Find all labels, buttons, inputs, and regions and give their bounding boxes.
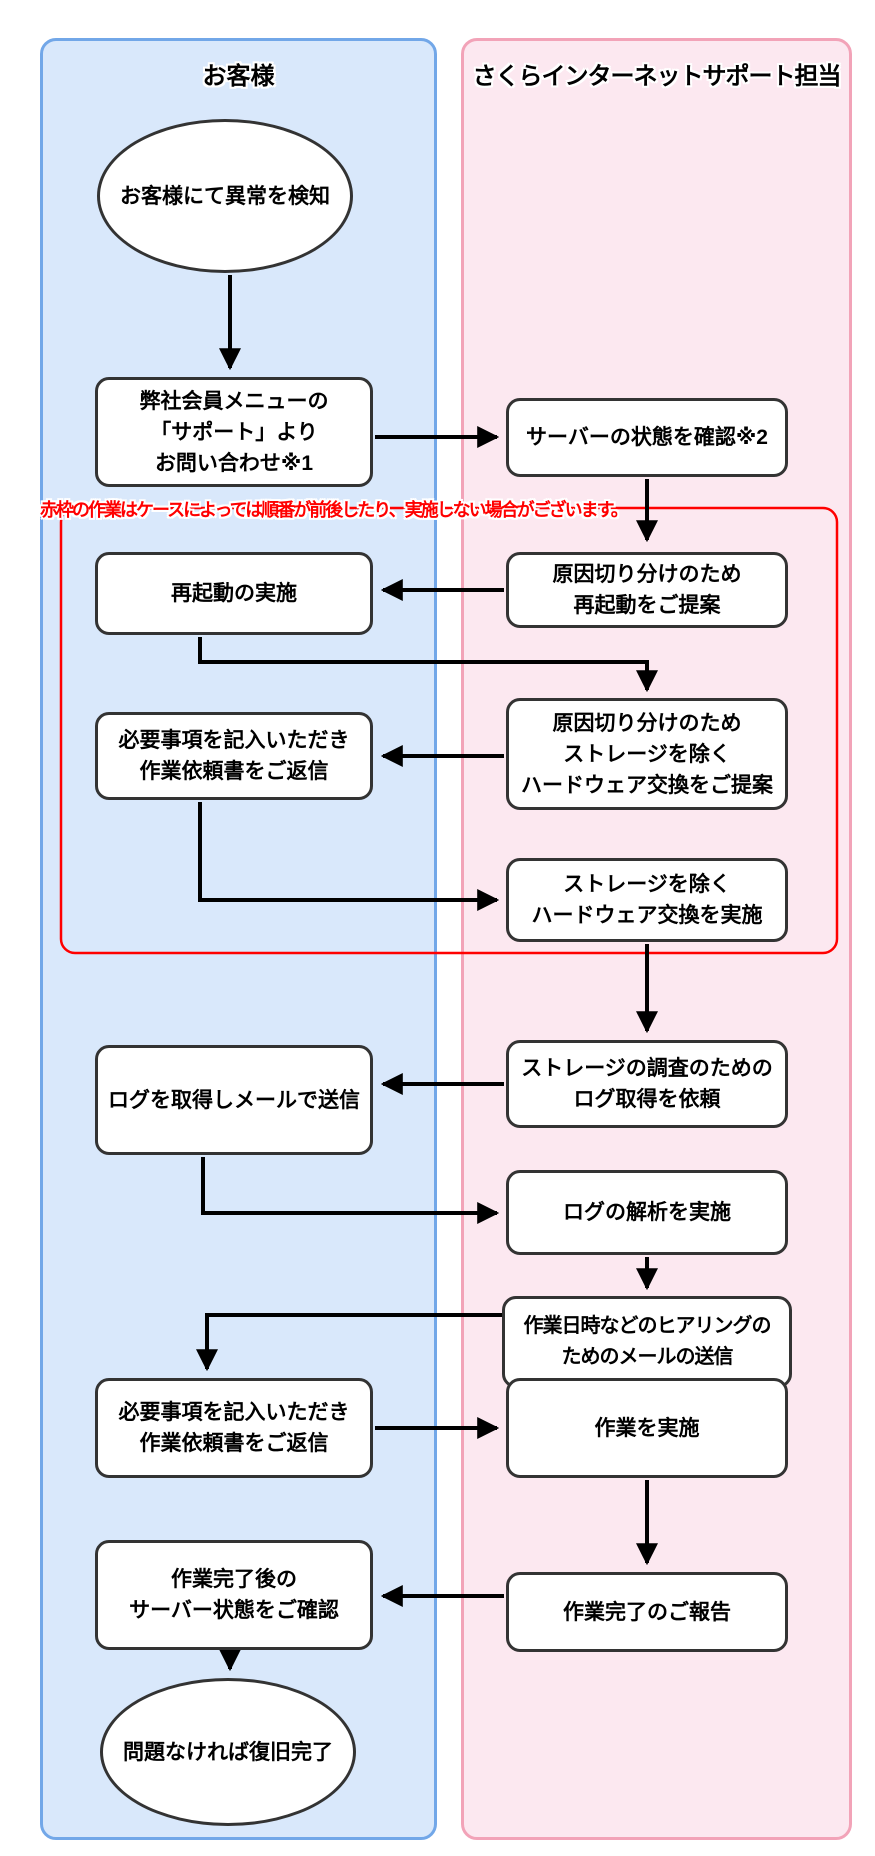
node-text: サーバー状態をご確認 (129, 1599, 339, 1622)
optional-steps-warning-note: 赤枠の作業はケースによっては順番が前後したり、実施しない場合がございます。 (40, 500, 629, 520)
end-ellipse-recovery-complete: 問題なければ復旧完了 (100, 1678, 356, 1826)
arrow-log-send-to-analyze (201, 1157, 500, 1224)
reboot-execute-box: 再起動の実施 (95, 552, 373, 635)
node-text: 作業依頼書をご返信 (139, 1432, 329, 1455)
node-text: 再起動の実施 (171, 582, 297, 605)
node-text: 問題なければ復旧完了 (123, 1740, 333, 1764)
node-text: 原因切り分けのため (552, 711, 742, 735)
hearing-mail-box: 作業日時などのヒアリングの ためのメールの送信 (502, 1296, 792, 1388)
node-text: ログ取得を依頼 (573, 1088, 721, 1111)
node-text: 作業完了後の (171, 1568, 297, 1591)
node-text: 作業完了のご報告 (563, 1600, 731, 1624)
node-text: ハードウェア交換をご提案 (521, 773, 773, 797)
request-log-collection-box: ストレージの調査のための ログ取得を依頼 (506, 1040, 788, 1128)
analyze-logs-box: ログの解析を実施 (506, 1170, 788, 1255)
node-text: 作業日時などのヒアリングの (523, 1315, 772, 1337)
customer-lane-title: お客様 (202, 63, 275, 90)
arrow-hearing-to-form2 (196, 1313, 502, 1372)
node-text: ログの解析を実施 (563, 1201, 731, 1224)
node-text: サーバーの状態を確認※2 (526, 426, 768, 449)
node-text: 「サポート」より (150, 420, 318, 444)
flow-arrows (196, 275, 658, 1672)
node-text: お客様にて異常を検知 (120, 184, 330, 208)
node-text: ストレージを除く (563, 873, 731, 896)
node-text: お問い合わせ※1 (154, 451, 314, 475)
node-text: 再起動をご提案 (573, 594, 721, 617)
node-text: ハードウェア交換を実施 (531, 904, 763, 927)
arrow-reboot-exec-to-hw-propose (198, 637, 658, 693)
customer-lane-panel (40, 38, 437, 1840)
node-text: 必要事項を記入いただき (118, 729, 350, 752)
node-text: 弊社会員メニューの (139, 389, 329, 413)
check-server-status-box: サーバーの状態を確認※2 (506, 398, 788, 477)
node-text: ためのメールの送信 (561, 1346, 734, 1368)
node-text: 作業を実施 (594, 1416, 700, 1440)
confirm-server-after-work-box: 作業完了後の サーバー状態をご確認 (95, 1540, 373, 1650)
report-work-complete-box: 作業完了のご報告 (506, 1572, 788, 1652)
node-text: 必要事項を記入いただき (118, 1401, 350, 1424)
fill-request-form-box-2: 必要事項を記入いただき 作業依頼書をご返信 (95, 1378, 373, 1478)
start-ellipse-customer-detect: お客様にて異常を検知 (97, 119, 353, 273)
contact-via-member-menu-box: 弊社会員メニューの 「サポート」より お問い合わせ※1 (95, 377, 373, 487)
node-text: ログを取得しメールで送信 (108, 1088, 360, 1112)
node-text: ストレージを除く (563, 742, 731, 766)
propose-reboot-box: 原因切り分けのため 再起動をご提案 (506, 552, 788, 628)
node-text: ストレージの調査のための (521, 1057, 773, 1080)
arrow-form1-to-hw-exec (198, 802, 500, 911)
node-text: 作業依頼書をご返信 (139, 760, 329, 783)
node-text: 原因切り分けのため (552, 563, 742, 586)
execute-work-box: 作業を実施 (506, 1378, 788, 1478)
fill-request-form-box-1: 必要事項を記入いただき 作業依頼書をご返信 (95, 712, 373, 800)
send-logs-by-mail-box: ログを取得しメールで送信 (95, 1045, 373, 1155)
execute-hardware-swap-box: ストレージを除く ハードウェア交換を実施 (506, 858, 788, 942)
optional-steps-red-frame (59, 506, 839, 955)
propose-hardware-swap-box: 原因切り分けのため ストレージを除く ハードウェア交換をご提案 (506, 698, 788, 810)
support-lane-title: さくらインターネットサポート担当 (472, 63, 842, 90)
